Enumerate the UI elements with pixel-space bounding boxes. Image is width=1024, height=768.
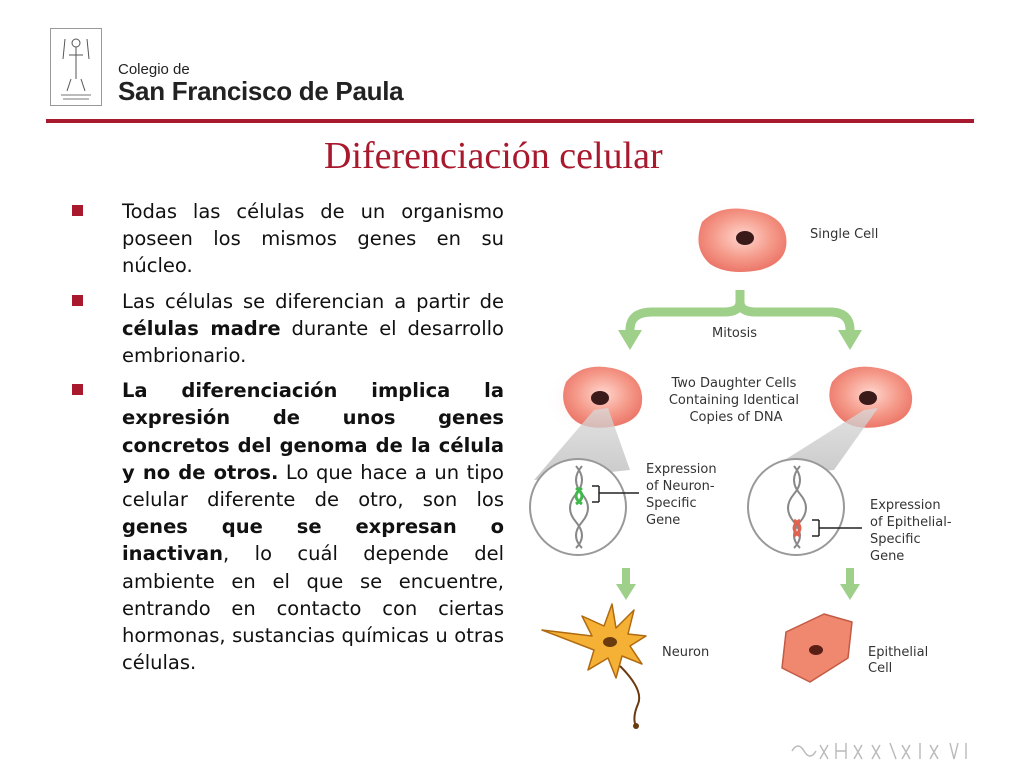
down-arrow-right bbox=[840, 568, 860, 600]
bullet-text-bold: células madre bbox=[122, 316, 281, 340]
down-arrow-left bbox=[616, 568, 636, 600]
bullet-square-icon bbox=[72, 384, 83, 396]
slide-title: Diferenciación celular bbox=[324, 135, 663, 177]
label-single-cell: Single Cell bbox=[810, 227, 878, 242]
bullet-text: durante el desarrollo embrionario. bbox=[122, 316, 504, 368]
bullet-text: Todas las células de un organismo poseen… bbox=[122, 200, 504, 278]
label-expression-neuron: Expression of Neuron- Specific Gene bbox=[646, 462, 721, 528]
bullet-text-bold: La diferenciación implica la expresión d… bbox=[122, 379, 504, 484]
daughter-cell-right-icon bbox=[818, 362, 922, 438]
dna-epithelial-icon bbox=[747, 458, 862, 556]
dna-neuron-icon bbox=[529, 458, 639, 556]
label-expression-epithelial: Expression of Epithelial- Specific Gene bbox=[870, 498, 956, 564]
zoom-cone-left bbox=[534, 408, 630, 480]
logo-text-line1: Colegio de bbox=[118, 61, 190, 78]
bullet-square-icon bbox=[72, 294, 83, 306]
bullet-text: , lo cuál depende del ambiente en el que… bbox=[122, 542, 504, 675]
label-daughter-cells: Two Daughter Cells Containing Identical … bbox=[669, 376, 803, 425]
single-cell-icon bbox=[684, 200, 794, 280]
bullet-item: Todas las células de un organismo poseen… bbox=[70, 198, 504, 280]
bullet-list: Todas las células de un organismo poseen… bbox=[70, 198, 504, 684]
bullet-text-bold: genes que se expresan o inactivan bbox=[122, 515, 504, 566]
label-neuron: Neuron bbox=[662, 645, 709, 660]
neuron-icon bbox=[541, 603, 647, 729]
bullet-item: Las células se diferencian a partir de c… bbox=[70, 288, 504, 370]
mitosis-arrows bbox=[618, 290, 862, 350]
daughter-cell-left-icon bbox=[544, 362, 648, 438]
cell-differentiation-diagram: Single Cell Mitosis Two Daughter Cells C… bbox=[529, 200, 956, 729]
header-rule bbox=[46, 119, 974, 123]
bullet-text: Lo que hace a un tipo celular diferente … bbox=[122, 460, 504, 512]
logo-text-line2: San Francisco de Paula bbox=[118, 76, 404, 106]
school-crest-icon bbox=[61, 38, 91, 100]
label-epithelial-cell: Epithelial Cell bbox=[868, 645, 932, 676]
bullet-text: Las células se diferencian a partir de bbox=[122, 289, 504, 313]
bullet-square-icon bbox=[72, 205, 83, 216]
decorative-watermark bbox=[791, 742, 967, 760]
logo-crest bbox=[50, 28, 102, 106]
epithelial-cell-icon bbox=[781, 613, 853, 683]
label-mitosis: Mitosis bbox=[712, 326, 757, 341]
bullet-item: La diferenciación implica la expresión d… bbox=[70, 377, 504, 676]
